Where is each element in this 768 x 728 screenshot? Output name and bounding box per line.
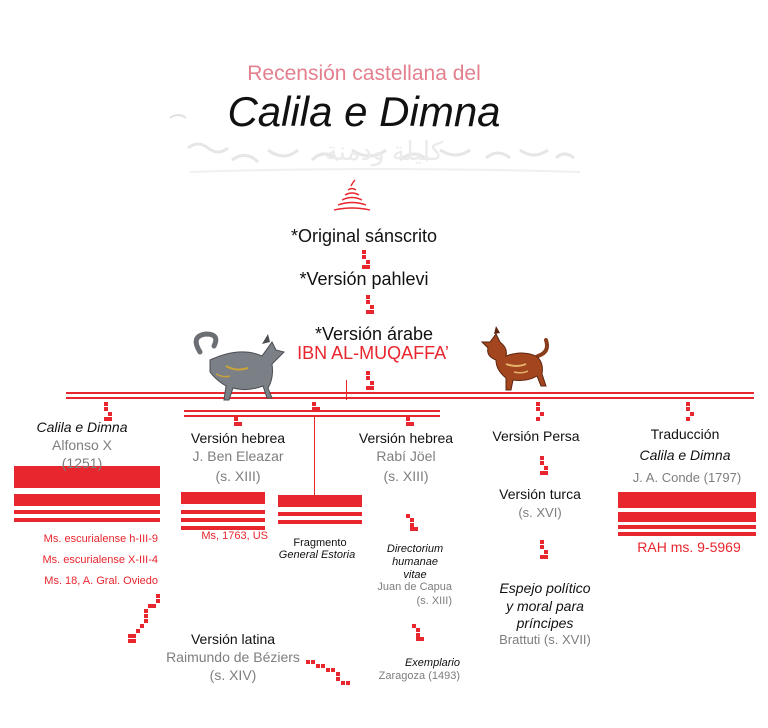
hebrea2-author: Rabí Jöel (376, 448, 436, 464)
directorium-date: (s. XIII) (416, 595, 452, 607)
hebrea1-date: (s. XIII) (215, 468, 261, 484)
directorium-line1: Directorium (386, 543, 444, 555)
latina-date: (s. XIV) (209, 667, 257, 683)
branch-connectors (104, 402, 694, 426)
arabic-version: *Versión árabe (314, 324, 434, 344)
header-subtitle: Recensión castellana del (247, 62, 481, 85)
espejo-author: Brattuti (s. XVII) (499, 632, 591, 647)
persa-title: Versión Persa (492, 428, 580, 444)
hebrea1-title: Versión hebrea (190, 430, 286, 446)
ornament-icon (333, 179, 371, 211)
latina-connector (128, 594, 160, 643)
latina-title: Versión latina (190, 631, 276, 647)
trunk-connectors (362, 250, 374, 390)
turca-title: Versión turca (499, 486, 581, 502)
hebrea2-date: (s. XIII) (383, 468, 429, 484)
hebrea-subbranch-line (184, 410, 440, 495)
main-branch-line (66, 380, 754, 400)
hebrea1-author: J. Ben Eleazar (192, 448, 284, 464)
directorium-line2: humanae (392, 556, 438, 568)
manuscript-item: Ms. escurialense h-III-9 (43, 533, 158, 545)
hebrea1-manuscript: Ms, 1763, US (201, 530, 268, 542)
alfonso-date: (1251) (61, 455, 103, 471)
exemplario-title: Exemplario (404, 657, 460, 669)
arabic-title: كليلة ودمنة (324, 136, 444, 166)
directorium-line3: vitae (403, 569, 427, 581)
conde-subtitle: Calila e Dimna (639, 447, 731, 463)
hebrea2-title: Versión hebrea (358, 430, 454, 446)
persa-connectors (540, 456, 548, 559)
latina-author: Raimundo de Béziers (166, 649, 300, 665)
sanskrit-original: *Original sánscrito (290, 226, 438, 246)
manuscript-item: Ms. 18, A. Gral. Oviedo (44, 575, 158, 587)
jackal-right-icon (480, 326, 549, 391)
alfonso-title: Calila e Dimna (36, 419, 128, 435)
alfonso-author: Alfonso X (52, 437, 112, 453)
manuscript-bars (14, 466, 756, 536)
espejo-line3: príncipes (516, 615, 574, 631)
espejo-line2: y moral para (506, 598, 584, 614)
pahlevi-version: *Versión pahlevi (299, 269, 429, 289)
header-title: Calila e Dimna (227, 88, 501, 135)
exemplario-connector (306, 660, 350, 685)
manuscript-item: Ms. escurialense X-III-4 (42, 554, 158, 566)
conde-author: J. A. Conde (1797) (632, 470, 742, 485)
arabic-calligraphy-watermark (169, 114, 581, 173)
fragmento-label: Fragmento (293, 537, 347, 549)
general-estoria-label: General Estoria (278, 549, 356, 561)
conde-manuscript: RAH ms. 9-5969 (637, 539, 741, 555)
espejo-line1: Espejo político (499, 580, 591, 596)
conde-title: Traducción (650, 426, 720, 442)
exemplario-place: Zaragoza (1493) (378, 670, 460, 682)
directorium-author: Juan de Capua (377, 581, 452, 593)
arabic-translator: IBN AL-MUQAFFA’ (297, 343, 449, 363)
turca-date: (s. XVI) (518, 505, 562, 520)
hebrea2-connectors (406, 514, 424, 641)
jackal-left-icon (193, 331, 285, 401)
